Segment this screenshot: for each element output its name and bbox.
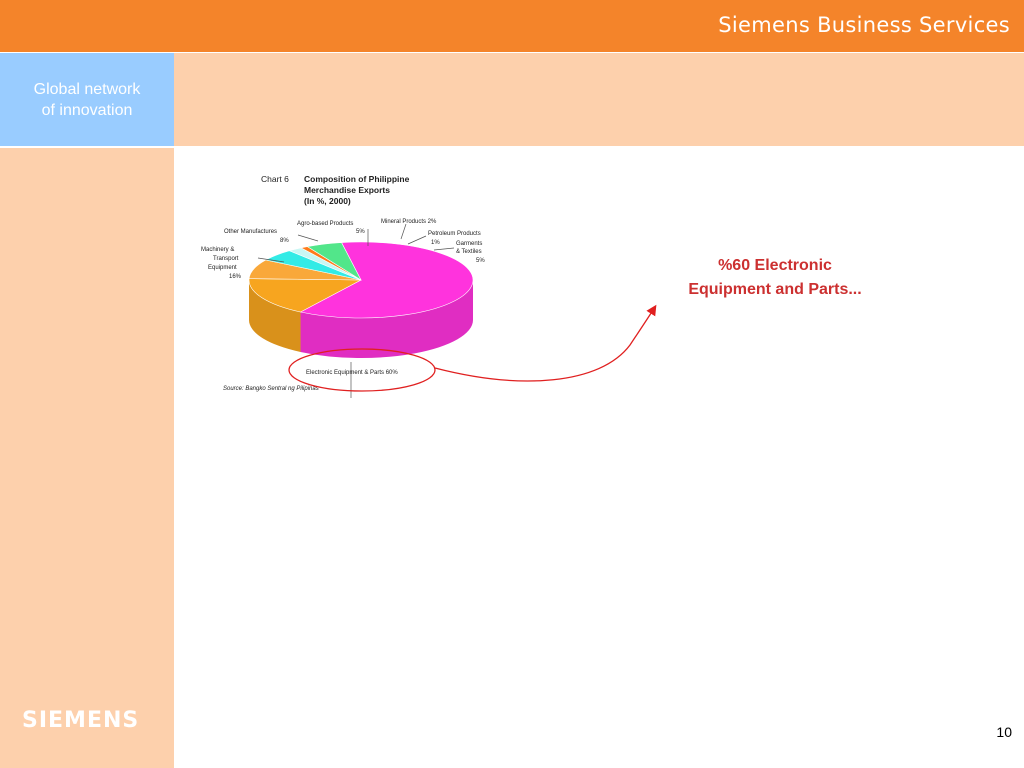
annotation-line-2: Equipment and Parts...: [688, 281, 862, 298]
top-banner: Siemens Business Services: [0, 0, 1024, 52]
chart-number: Chart 6: [261, 174, 289, 184]
callout-ellipse: [288, 348, 436, 392]
sidebar: [0, 148, 174, 768]
leader-line-other-manufactures: [297, 234, 319, 242]
label-petroleum-2: 1%: [431, 240, 440, 246]
pie-chart-svg: Chart 6 Composition of Philippine Mercha…: [201, 174, 485, 417]
label-other-manufactures-1: Other Manufactures: [224, 229, 277, 235]
pie-slice-6: [306, 242, 362, 281]
pie-slice-0: [299, 241, 474, 319]
annotation-line-1: %60 Electronic: [718, 257, 832, 274]
label-machinery-3: Equipment: [208, 265, 237, 271]
label-agro-1: Agro-based Products: [297, 221, 353, 227]
pie-slice-1: [248, 278, 362, 313]
label-garments-1: Garments: [456, 241, 482, 247]
brand-title: Siemens Business Services: [718, 13, 1010, 37]
label-agro-2: 5%: [356, 229, 365, 235]
pie-side-0: [300, 280, 473, 358]
chart-title-line-3: (In %, 2000): [304, 196, 351, 206]
label-electronic: Electronic Equipment & Parts 60%: [306, 370, 398, 376]
section-label: Global network of innovation: [0, 53, 174, 146]
pie-chart-figure: Chart 6 Composition of Philippine Mercha…: [196, 162, 501, 417]
chart-title-line-2: Merchandise Exports: [304, 185, 390, 195]
leader-line-petroleum: [407, 235, 427, 245]
label-petroleum-1: Petroleum Products: [428, 231, 481, 237]
chart-title-line-1: Composition of Philippine: [304, 174, 410, 184]
pie-top-group: [248, 241, 474, 319]
annotation-text: %60 Electronic Equipment and Parts...: [650, 254, 900, 302]
leader-line-mineral: [400, 223, 407, 240]
leader-line-garments: [433, 247, 455, 251]
label-garments-2: & Textiles: [456, 249, 482, 255]
siemens-logo: SIEMENS: [22, 708, 140, 733]
label-machinery-2: Transport: [213, 256, 239, 262]
label-other-manufactures-2: 8%: [280, 238, 289, 244]
leader-line-machinery: [257, 257, 285, 263]
chart-source: Source: Bangko Sentral ng Pilipinas: [223, 386, 319, 392]
section-label-line-1: Global network: [33, 81, 141, 98]
page-number: 10: [996, 724, 1012, 740]
label-garments-3: 5%: [476, 258, 485, 264]
callout-arrow: [434, 304, 657, 382]
section-label-line-2: of innovation: [41, 102, 133, 119]
label-mineral: Mineral Products 2%: [381, 219, 437, 225]
label-machinery-1: Machinery &: [201, 247, 234, 253]
label-machinery-4: 16%: [229, 274, 242, 280]
